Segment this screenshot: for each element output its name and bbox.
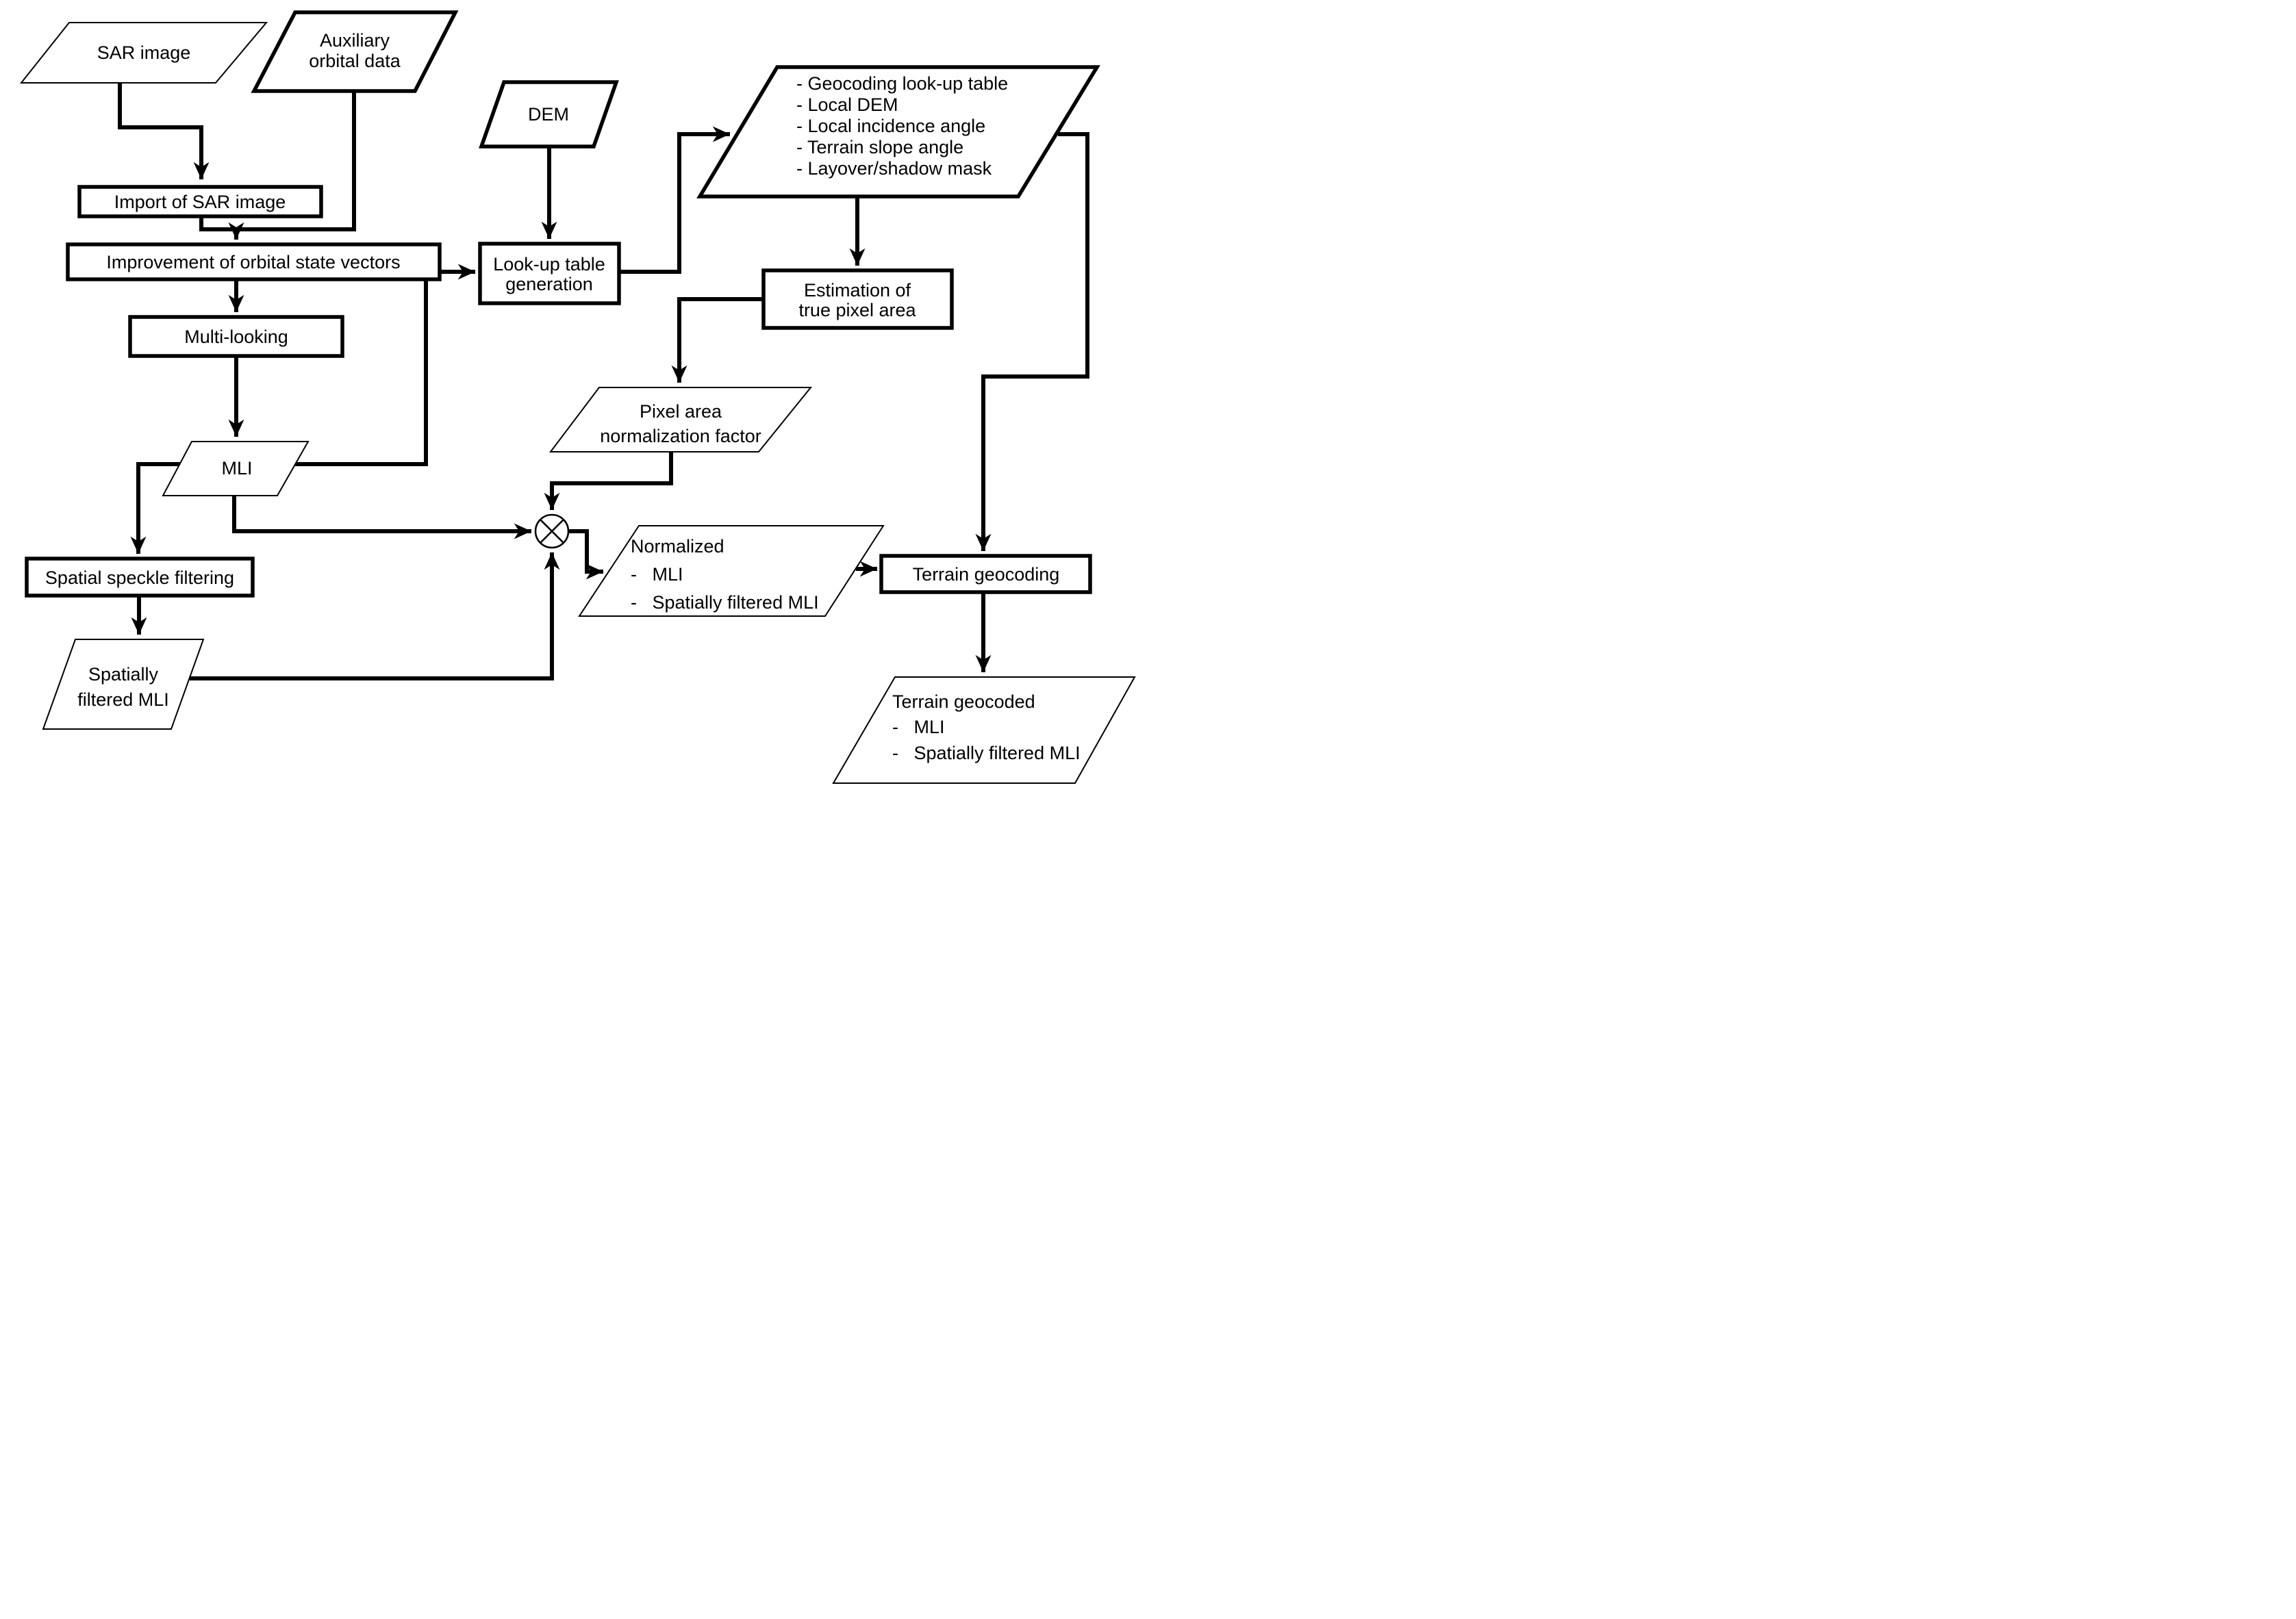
terrain-geocoded-label-line1: Terrain geocoded — [892, 691, 1035, 712]
geocoding-outputs-line5: - Layover/shadow mask — [796, 158, 992, 179]
node-terrain-geocoding-shape — [879, 554, 1092, 594]
edge-pixel-area-norm-to-multiply — [544, 452, 673, 510]
import-sar-label: Import of SAR image — [114, 192, 286, 212]
edge-multiply-to-normalized — [568, 529, 603, 580]
node-pixel-area-norm-shape — [548, 387, 813, 452]
geocoding-outputs-line4: - Terrain slope angle — [796, 137, 963, 157]
edges — [118, 83, 1089, 680]
node-normalized-shape — [578, 525, 885, 617]
flowchart-canvas: SAR image Auxiliary orbital data Import … — [0, 0, 1148, 809]
node-sfmli-shape — [42, 639, 205, 730]
node-est-pixel-area-shape — [761, 268, 954, 330]
aux-orbital-label-line1: Auxiliary — [320, 30, 390, 51]
node-sar-image-shape — [19, 22, 268, 84]
aux-orbital-label-line2: orbital data — [309, 51, 401, 71]
sfmli-label-line2: filtered MLI — [77, 689, 169, 710]
node-import-sar-shape — [77, 185, 323, 218]
node-dem-shape — [479, 80, 619, 149]
edge-import-aux-junction — [199, 91, 356, 231]
sar-image-label: SAR image — [97, 42, 191, 63]
est-pixel-area-label-line1: Estimation of — [804, 280, 911, 301]
normalized-label-line2: - MLI — [631, 564, 683, 585]
multi-looking-label: Multi-looking — [184, 327, 288, 347]
terrain-geocoded-label-line2: - MLI — [892, 717, 945, 737]
terrain-geocoding-label: Terrain geocoding — [913, 564, 1060, 585]
mli-label: MLI — [221, 458, 252, 479]
speckle-filtering-label: Spatial speckle filtering — [45, 568, 234, 588]
normalized-label-line3: - Spatially filtered MLI — [631, 592, 819, 613]
dem-label: DEM — [528, 104, 569, 125]
sfmli-label-line1: Spatially — [88, 664, 159, 685]
pixel-area-norm-label-line1: Pixel area — [640, 401, 722, 422]
edge-sar-to-import — [118, 83, 210, 179]
node-terrain-geocoded-shape — [832, 676, 1136, 784]
est-pixel-area-label-line2: true pixel area — [798, 300, 916, 320]
edge-mli-to-lookup — [294, 264, 475, 466]
geocoding-outputs-line1: - Geocoding look-up table — [796, 73, 1008, 94]
node-multi-looking-shape — [128, 315, 344, 358]
lookup-gen-label-line2: generation — [505, 274, 593, 294]
edge-sfmli-to-multiply — [190, 552, 560, 680]
sar-geocoding-flowchart: SAR image Auxiliary orbital data Import … — [19, 10, 1136, 784]
node-labels: SAR image Auxiliary orbital data Import … — [45, 30, 1081, 763]
improve-osv-label: Improvement of orbital state vectors — [106, 252, 400, 272]
lookup-gen-label-line1: Look-up table — [493, 254, 605, 275]
node-shapes — [19, 10, 1136, 784]
pixel-area-norm-label-line2: normalization factor — [600, 426, 761, 446]
node-lookup-gen-shape — [478, 242, 621, 305]
node-mli-shape — [162, 441, 310, 496]
node-speckle-filtering-shape — [25, 557, 255, 598]
edge-lookup-to-geocoding-outputs — [619, 126, 730, 274]
multiply-icon — [534, 513, 570, 549]
node-improve-osv-shape — [66, 242, 442, 281]
geocoding-outputs-line3: - Local incidence angle — [796, 116, 985, 136]
node-aux-orbital-shape — [251, 10, 459, 93]
geocoding-outputs-line2: - Local DEM — [796, 94, 898, 115]
edge-estimation-to-pixel-area-norm — [671, 297, 764, 383]
edge-mli-to-multiply — [232, 496, 531, 539]
edge-mli-to-speckle — [130, 462, 181, 554]
edge-geocoding-outputs-to-terrain-geocoding — [975, 132, 1089, 551]
normalized-label-line1: Normalized — [631, 536, 724, 557]
terrain-geocoded-label-line3: - Spatially filtered MLI — [892, 743, 1081, 763]
node-geocoding-outputs-shape — [696, 65, 1100, 199]
